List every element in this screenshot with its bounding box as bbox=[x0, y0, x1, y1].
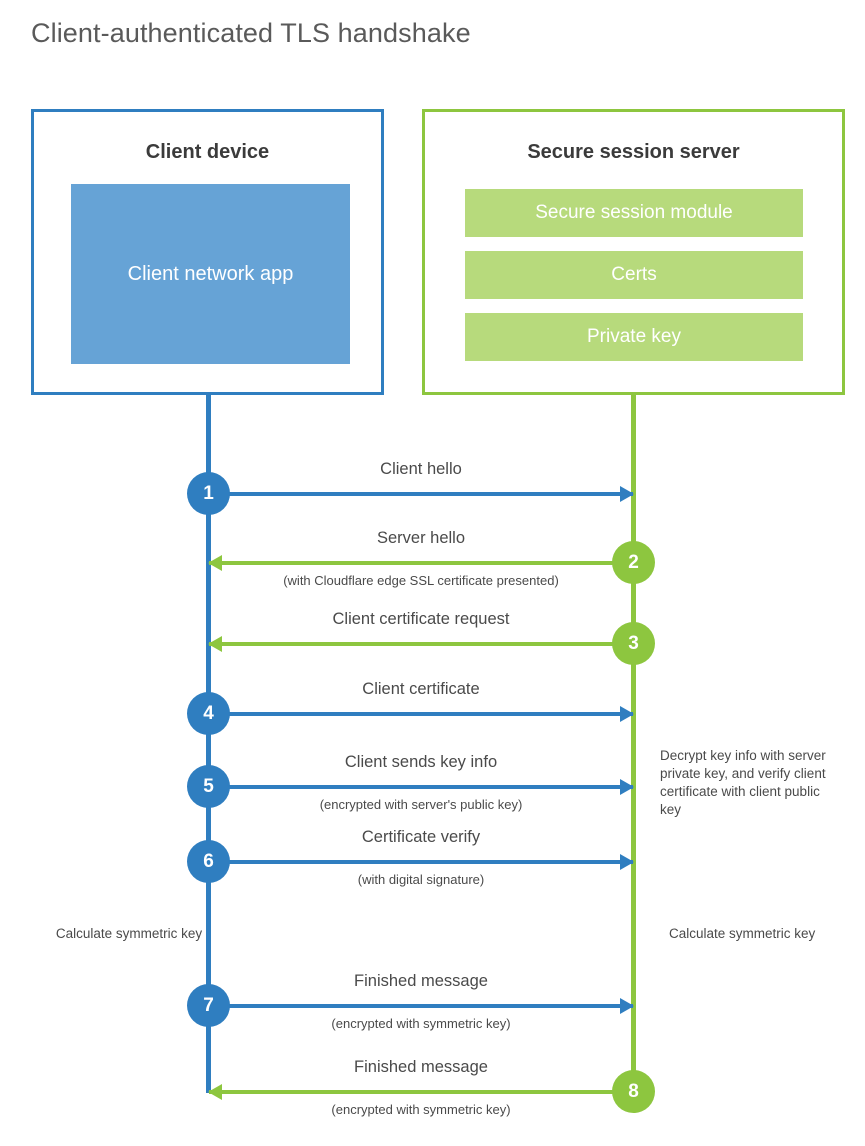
secure-session-server-box: Secure session server Secure session mod… bbox=[422, 109, 845, 395]
client-lifeline bbox=[206, 393, 211, 1093]
server-decrypt-note: Decrypt key info with server private key… bbox=[660, 748, 826, 817]
arrow-head-right-icon bbox=[620, 486, 634, 502]
message-label-1: Client hello bbox=[380, 460, 462, 478]
server-module-secure-session: Secure session module bbox=[465, 189, 803, 237]
client-device-box: Client device Client network app bbox=[31, 109, 384, 395]
message-label-8: Finished message bbox=[354, 1058, 488, 1076]
message-sublabel-8: (encrypted with symmetric key) bbox=[331, 1102, 511, 1117]
message-sublabel-6: (with digital signature) bbox=[357, 872, 485, 887]
message-label-2: Server hello bbox=[376, 529, 466, 547]
step-circle-3[interactable]: 3 bbox=[612, 622, 655, 665]
server-module-certs: Certs bbox=[465, 251, 803, 299]
step-circle-5[interactable]: 5 bbox=[187, 765, 230, 808]
arrow-shaft bbox=[209, 1090, 633, 1094]
page-title: Client-authenticated TLS handshake bbox=[31, 18, 471, 48]
message-label-5: Client sends key info bbox=[344, 753, 498, 771]
step-circle-8[interactable]: 8 bbox=[612, 1070, 655, 1113]
arrow-shaft bbox=[209, 860, 633, 864]
arrow-head-right-icon bbox=[620, 706, 634, 722]
arrow-head-right-icon bbox=[620, 854, 634, 870]
client-network-app-box: Client network app bbox=[71, 184, 350, 364]
message-label-3: Client certificate request bbox=[332, 610, 510, 628]
message-sublabel-5: (encrypted with server's public key) bbox=[319, 797, 523, 812]
arrow-head-left-icon bbox=[208, 1084, 222, 1100]
arrow-shaft bbox=[209, 712, 633, 716]
message-sublabel-7: (encrypted with symmetric key) bbox=[331, 1016, 511, 1031]
message-label-4: Client certificate bbox=[362, 680, 480, 698]
step-circle-2[interactable]: 2 bbox=[612, 541, 655, 584]
client-calculate-symmetric-key-note: Calculate symmetric key bbox=[55, 926, 203, 941]
step-circle-1[interactable]: 1 bbox=[187, 472, 230, 515]
server-module-list: Secure session module Certs Private key bbox=[465, 189, 803, 375]
arrow-shaft bbox=[209, 642, 633, 646]
arrow-head-right-icon bbox=[620, 998, 634, 1014]
message-label-7: Finished message bbox=[354, 972, 488, 990]
client-device-title: Client device bbox=[145, 141, 270, 163]
secure-session-server-title: Secure session server bbox=[527, 141, 740, 163]
server-lifeline bbox=[631, 393, 636, 1093]
step-circle-4[interactable]: 4 bbox=[187, 692, 230, 735]
arrow-shaft bbox=[209, 1004, 633, 1008]
arrow-shaft bbox=[209, 785, 633, 789]
arrow-shaft bbox=[209, 492, 633, 496]
server-calculate-symmetric-key-note: Calculate symmetric key bbox=[669, 926, 816, 941]
message-sublabel-2: (with Cloudflare edge SSL certificate pr… bbox=[283, 573, 559, 588]
arrow-head-right-icon bbox=[620, 779, 634, 795]
message-label-6: Certificate verify bbox=[361, 828, 481, 846]
arrow-head-left-icon bbox=[208, 555, 222, 571]
step-circle-6[interactable]: 6 bbox=[187, 840, 230, 883]
server-module-private-key: Private key bbox=[465, 313, 803, 361]
arrow-head-left-icon bbox=[208, 636, 222, 652]
step-circle-7[interactable]: 7 bbox=[187, 984, 230, 1027]
arrow-shaft bbox=[209, 561, 633, 565]
